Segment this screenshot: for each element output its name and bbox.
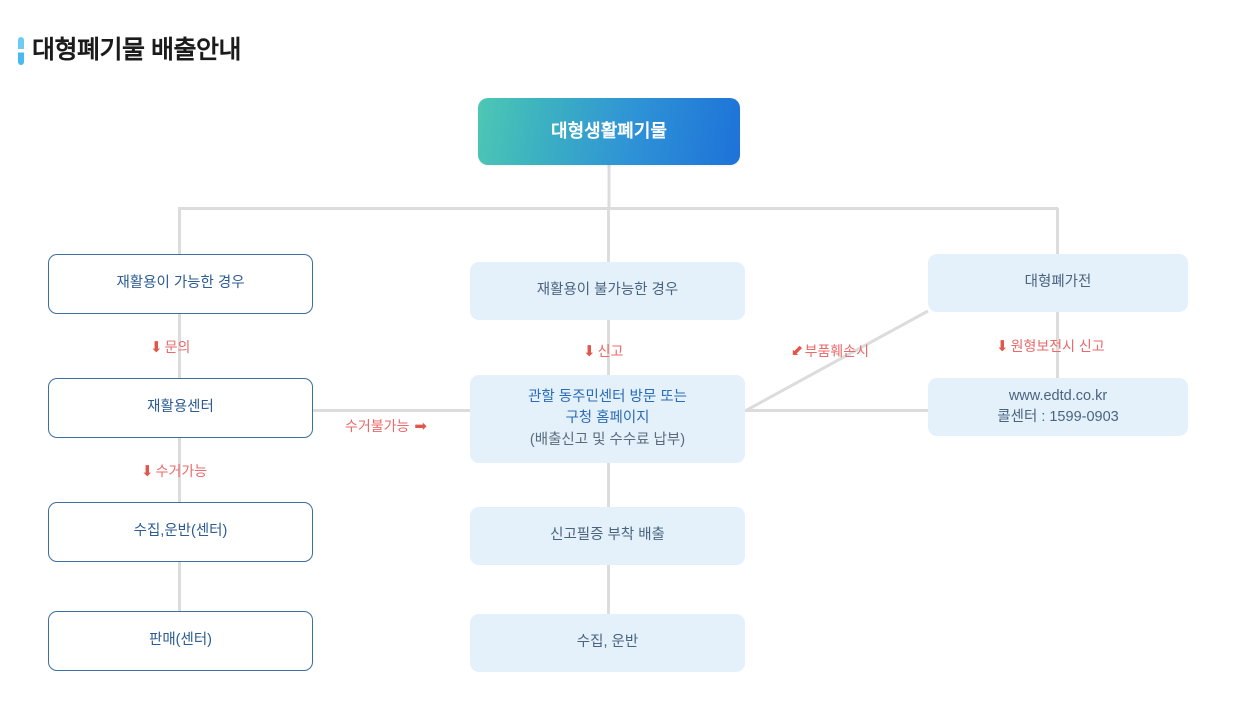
node-non-recyclable-case[interactable]: 재활용이 불가능한 경우 xyxy=(470,262,745,320)
node-edtd-contact[interactable]: www.edtd.co.kr 콜센터 : 1599-0903 xyxy=(928,378,1188,436)
edge-label-inquiry: ⬇ 문의 xyxy=(150,337,190,357)
edge-label-report: ⬇ 신고 xyxy=(583,341,623,361)
edge-label-preserve-report: ⬇ 원형보전시 신고 xyxy=(996,336,1105,356)
node-sale-center[interactable]: 판매(센터) xyxy=(48,611,313,671)
edge-label-collectable: ⬇ 수거가능 xyxy=(141,461,207,481)
edge-label-collectable-text: 수거가능 xyxy=(155,463,208,479)
node-report-office-line3: (배출신고 및 수수료 납부) xyxy=(529,431,686,448)
edge-label-inquiry-text: 문의 xyxy=(164,339,191,355)
node-report-office-line1: 관할 동주민센터 방문 또는 xyxy=(528,389,687,406)
page-title: 대형폐기물 배출안내 xyxy=(32,36,241,64)
arrow-down-icon: ⬇ xyxy=(141,462,154,480)
node-report-office-line2: 구청 홈페이지 xyxy=(565,410,650,427)
edge-label-not-collectable: ➡ 수거불가능 xyxy=(345,416,427,436)
arrow-down-icon: ⬇ xyxy=(996,337,1009,355)
node-attach-certificate[interactable]: 신고필증 부착 배출 xyxy=(470,507,745,565)
edge-label-preserve-report-text: 원형보전시 신고 xyxy=(1010,338,1105,354)
page-header: 대형폐기물 배출안내 xyxy=(0,16,1255,65)
arrow-right-icon: ➡ xyxy=(414,417,427,435)
title-marker-icon xyxy=(18,37,24,65)
arrow-down-icon: ⬇ xyxy=(583,342,596,360)
node-recyclable-case[interactable]: 재활용이 가능한 경우 xyxy=(48,254,313,314)
edge-label-damaged-parts: ⬇ 부품훼손시 xyxy=(785,340,869,362)
edge-label-not-collectable-text: 수거불가능 xyxy=(345,418,410,434)
edge-label-damaged-parts-text: 부품훼손시 xyxy=(804,343,869,359)
node-recycling-center[interactable]: 재활용센터 xyxy=(48,378,313,438)
node-edtd-website: www.edtd.co.kr xyxy=(1008,387,1108,404)
node-collect-transport[interactable]: 수집, 운반 xyxy=(470,614,745,672)
node-large-appliance[interactable]: 대형폐가전 xyxy=(928,254,1188,312)
node-edtd-callcenter: 콜센터 : 1599-0903 xyxy=(997,409,1119,425)
node-collect-transport-center[interactable]: 수집,운반(센터) xyxy=(48,502,313,562)
node-root[interactable]: 대형생활폐기물 xyxy=(478,98,740,165)
node-report-office[interactable]: 관할 동주민센터 방문 또는 구청 홈페이지 (배출신고 및 수수료 납부) xyxy=(470,375,745,463)
arrow-down-left-icon: ⬇ xyxy=(785,340,807,362)
edge-label-report-text: 신고 xyxy=(597,343,624,359)
arrow-down-icon: ⬇ xyxy=(150,338,163,356)
